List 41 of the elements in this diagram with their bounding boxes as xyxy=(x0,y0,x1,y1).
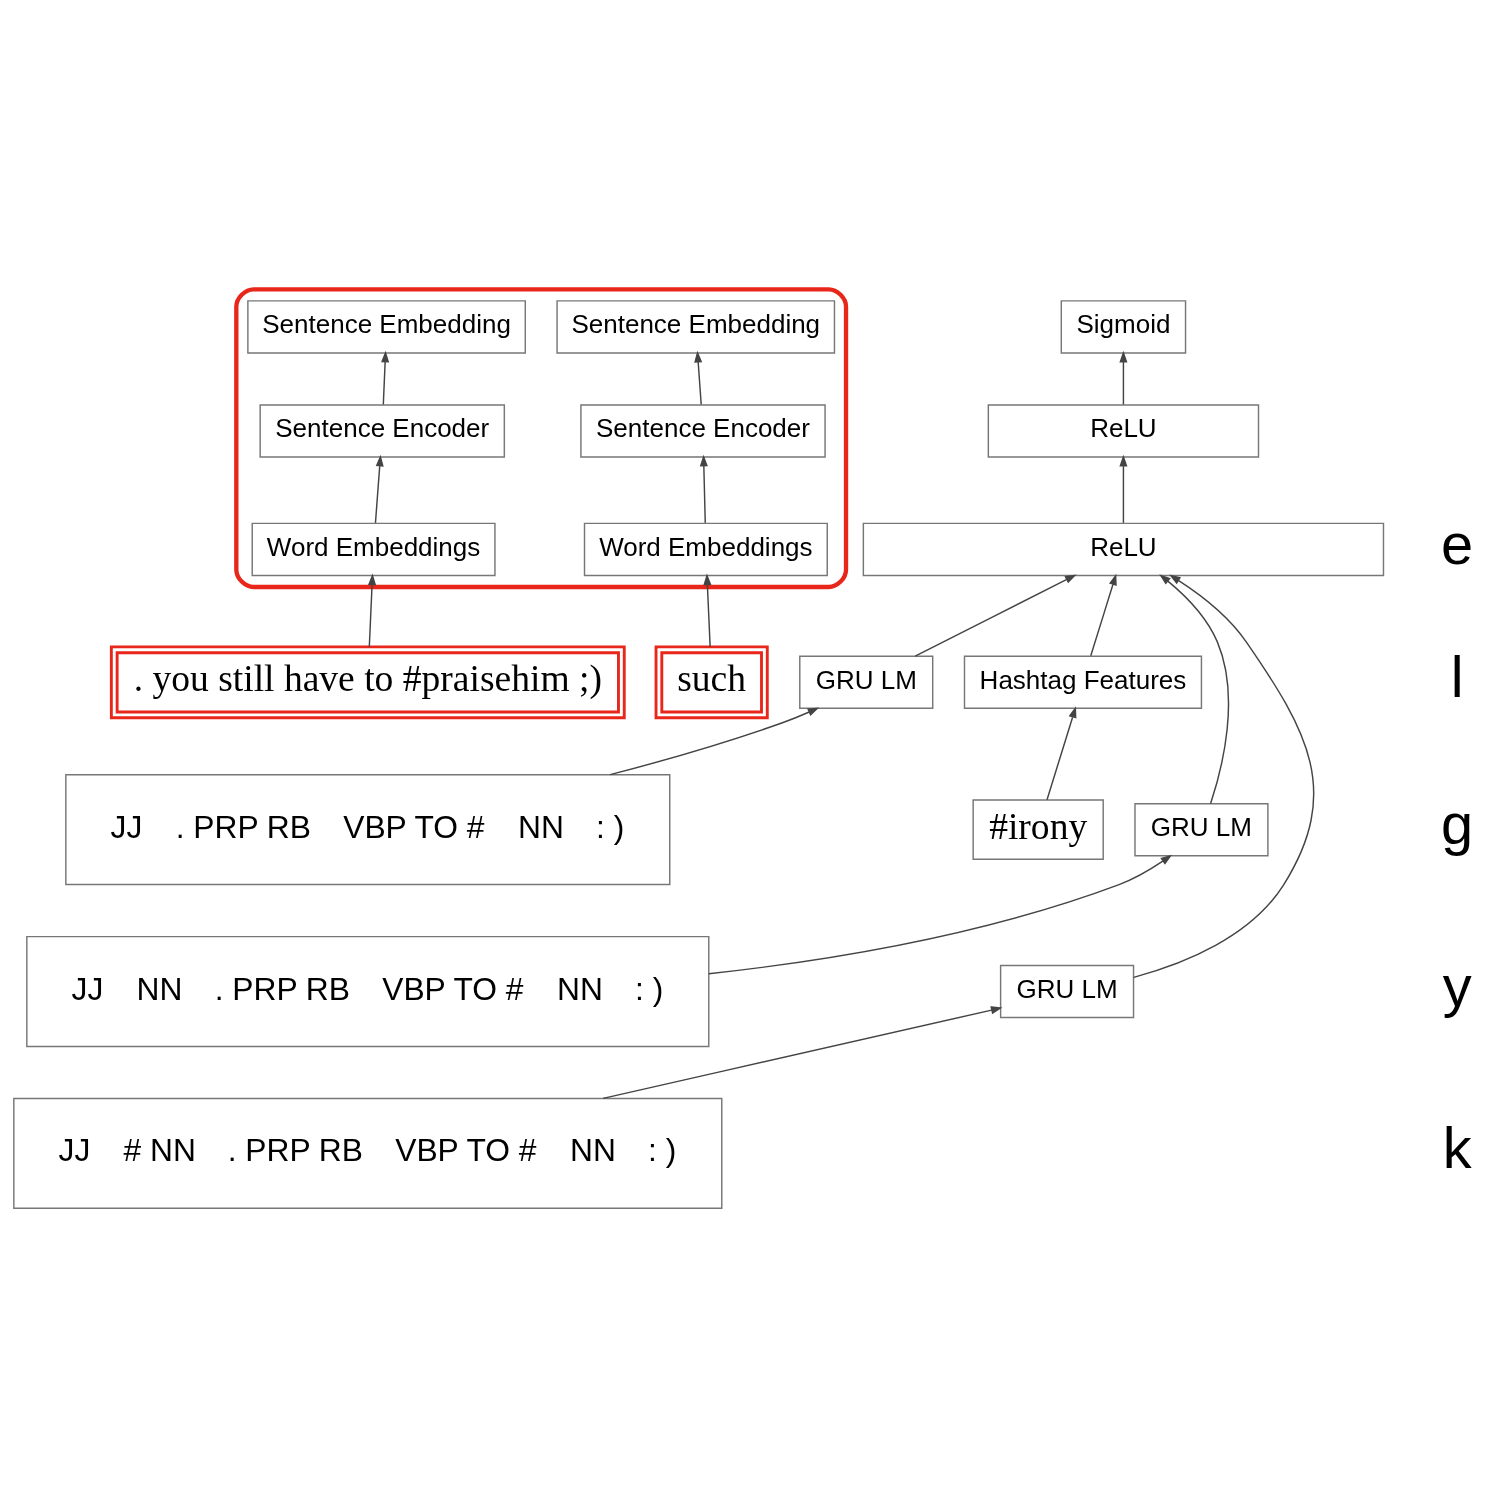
node-box: Sigmoid xyxy=(1060,300,1187,354)
node-box: JJ NN . PRP RB VBP TO # NN : ) xyxy=(26,935,710,1048)
node-box: Sentence Encoder xyxy=(580,404,826,458)
label: e xyxy=(1441,511,1474,576)
arrow xyxy=(1133,574,1315,979)
node-box: Word Embeddings xyxy=(251,522,496,577)
node-box: #irony xyxy=(972,799,1104,861)
arrow xyxy=(1090,573,1117,657)
arrow xyxy=(914,574,1077,657)
node-box: Hashtag Features xyxy=(963,655,1203,710)
node-box: GRU LM xyxy=(999,964,1135,1019)
arrow xyxy=(374,454,384,524)
node-box: . you still have to #praisehim ;) xyxy=(109,645,626,720)
node-box: Sentence Embedding xyxy=(556,300,836,354)
arrow xyxy=(1159,574,1230,805)
node-box: JJ . PRP RB VBP TO # NN : ) xyxy=(65,774,671,886)
arrow xyxy=(703,573,712,648)
label: y xyxy=(1442,953,1472,1018)
arrow xyxy=(694,350,703,406)
node-box: GRU LM xyxy=(799,655,934,710)
node-box: ReLU xyxy=(987,404,1260,458)
cluster xyxy=(234,287,849,590)
node-box: such xyxy=(654,645,769,720)
node-box: Sentence Encoder xyxy=(259,404,506,458)
node-box: ReLU xyxy=(862,522,1385,577)
node-box: JJ # NN . PRP RB VBP TO # NN : ) xyxy=(13,1097,723,1209)
arrow xyxy=(602,1006,1003,1100)
node-box: Sentence Embedding xyxy=(247,300,526,354)
arrow xyxy=(1119,454,1128,524)
arrow xyxy=(609,707,820,776)
label: g xyxy=(1441,792,1474,857)
label: l xyxy=(1450,644,1464,709)
arrow xyxy=(1119,350,1128,406)
arrow xyxy=(1046,706,1077,801)
arrow xyxy=(699,454,708,524)
arrow xyxy=(368,573,377,648)
node-box: GRU LM xyxy=(1134,802,1269,857)
node-box: Word Embeddings xyxy=(583,522,828,577)
arrow xyxy=(381,350,390,406)
label: k xyxy=(1442,1115,1472,1180)
arrow xyxy=(708,854,1173,975)
